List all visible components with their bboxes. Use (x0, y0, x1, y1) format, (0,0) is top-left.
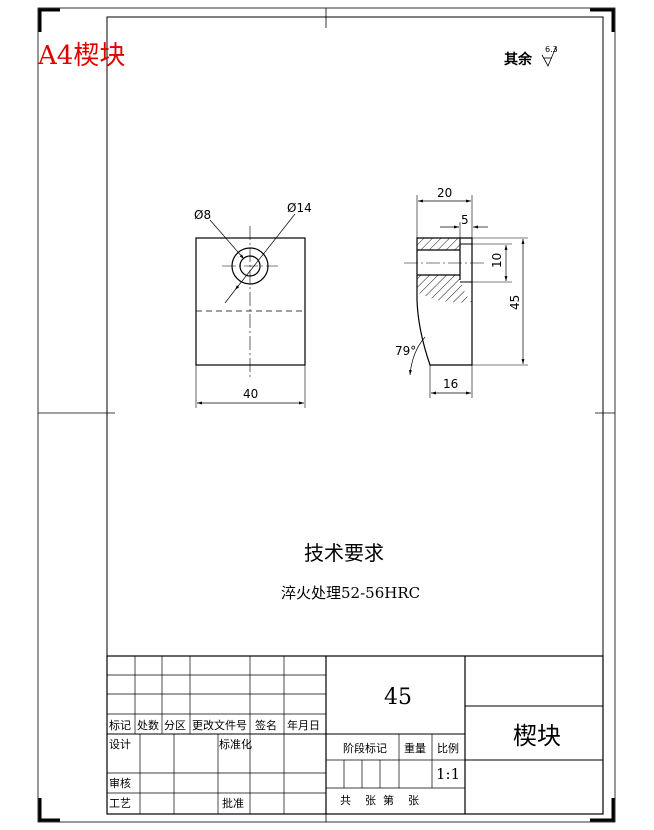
tech-req-heading: 技术要求 (304, 541, 384, 565)
rev-header-doc: 更改文件号 (192, 718, 247, 732)
label-design: 设计 (109, 738, 131, 751)
rev-header-zone: 分区 (164, 719, 186, 732)
part-name: 楔块 (513, 722, 561, 750)
side-view (404, 195, 528, 398)
sheet-count: 共 张 第 张 (340, 793, 419, 807)
label-weight: 重量 (404, 741, 426, 755)
scale-value: 1:1 (436, 765, 460, 783)
label-standardization: 标准化 (219, 737, 252, 751)
dim-small-diameter: Ø8 (194, 208, 211, 222)
roughness-symbol-icon (541, 46, 557, 67)
roughness-note: 其余 (504, 51, 533, 68)
rev-header-sign: 签名 (255, 718, 277, 732)
dim-angle: 79° (395, 344, 416, 358)
tech-req-line-1: 淬火处理52-56HRC (281, 584, 420, 602)
dim-height: 45 (508, 295, 522, 310)
roughness-value: 6.3 (545, 45, 558, 54)
dim-counterbore: 5 (461, 213, 469, 227)
front-view (195, 213, 306, 408)
label-process: 工艺 (109, 797, 131, 810)
file-label: A4楔块 (37, 41, 125, 71)
dim-bottom: 16 (443, 377, 458, 391)
material-value: 45 (384, 685, 412, 710)
label-approve: 批准 (222, 796, 244, 810)
rev-header-date: 年月日 (287, 718, 320, 732)
corner-marks (38, 8, 615, 822)
dim-large-diameter: Ø14 (287, 201, 312, 215)
title-block (106, 655, 604, 815)
label-stage-mark: 阶段标记 (343, 741, 387, 755)
dim-top-width: 20 (437, 186, 452, 200)
rev-header-mark: 标记 (109, 718, 131, 732)
dim-width: 40 (243, 387, 258, 401)
dim-hole: 10 (490, 253, 504, 268)
label-scale: 比例 (437, 741, 459, 755)
label-review: 审核 (109, 776, 131, 790)
rev-header-count: 处数 (137, 719, 159, 732)
